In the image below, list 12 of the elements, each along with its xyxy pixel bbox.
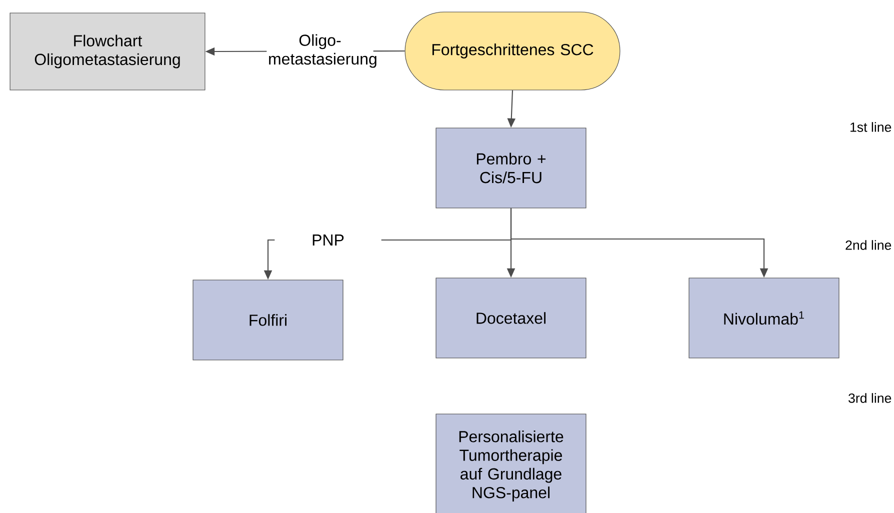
line-label: 2nd line	[846, 240, 892, 250]
process-box: Nivolumab$^{1}$	[688, 278, 840, 358]
line-label: 1st line	[850, 122, 892, 132]
process-box: Personalisierte Tumortherapie auf Grundlage NGS-panel	[436, 414, 586, 513]
process-box: Flowchart Oligometastasierung	[10, 12, 206, 90]
line-label: 3rd line	[848, 393, 892, 403]
start-terminal: Fortgeschrittenes SCC	[404, 12, 620, 90]
process-box: Folfiri	[192, 280, 344, 360]
process-box: Docetaxel	[436, 278, 586, 358]
process-box: Pembro + Cis/5-FU	[436, 128, 586, 208]
edge-label: Oligo- metastasierung	[266, 32, 376, 70]
edge-label: PNP	[274, 233, 382, 247]
